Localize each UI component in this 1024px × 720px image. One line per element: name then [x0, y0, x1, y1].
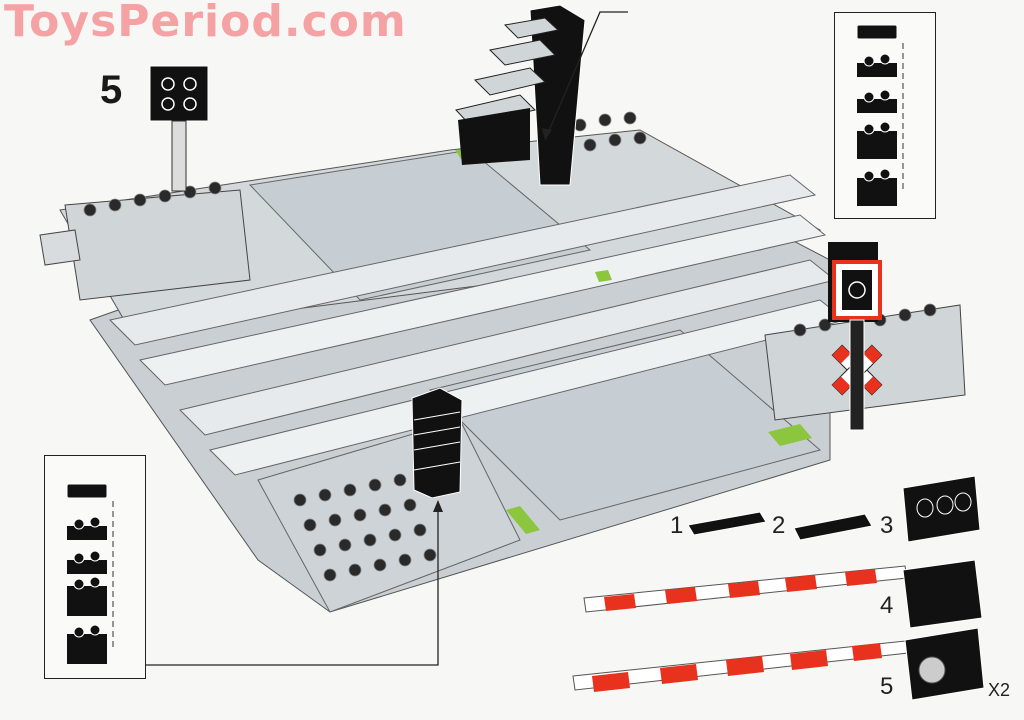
part-label-2: 2 — [772, 512, 786, 539]
callout-bottom-left — [44, 455, 146, 679]
callout-top-right — [834, 12, 936, 219]
part-label-1: 1 — [670, 512, 684, 539]
step-number: 5 — [100, 68, 123, 112]
part-label-5: 5 — [880, 673, 894, 700]
watermark: ToysPeriod.com — [4, 0, 407, 47]
part-label-3: 3 — [880, 512, 894, 539]
brick-stack-icon — [66, 483, 114, 664]
brick-stack-icon — [856, 24, 904, 206]
quantity-label: X2 — [988, 680, 1011, 700]
part-label-4: 4 — [880, 592, 894, 619]
